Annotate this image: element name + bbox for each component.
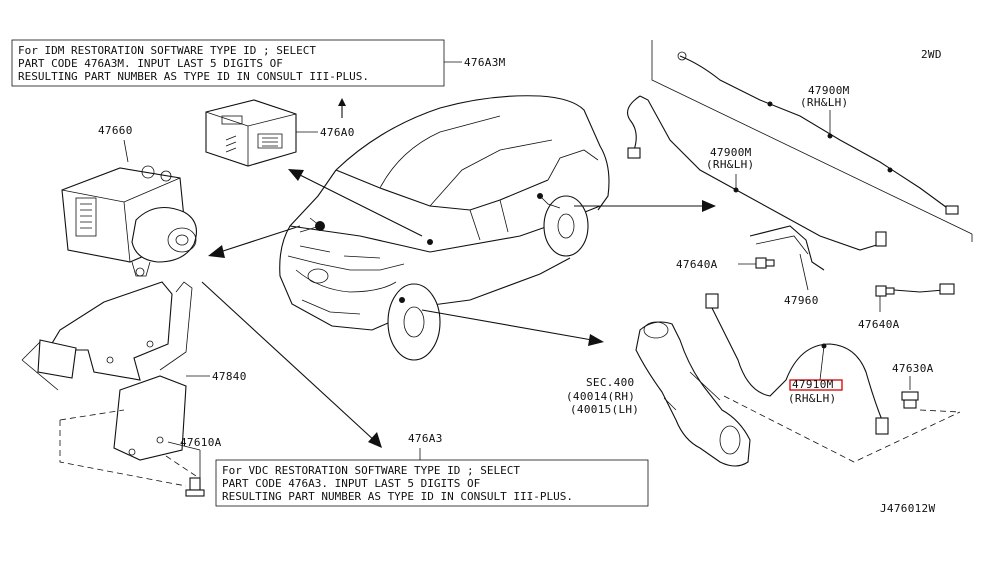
steering-knuckle-part: [635, 321, 751, 467]
idm-note: For IDM RESTORATION SOFTWARE TYPE ID ; S…: [11, 39, 506, 87]
variant-label: 2WD: [921, 48, 942, 61]
part-label-47910M-side: (RH&LH): [788, 392, 836, 405]
part-label-47640A-left: 47640A: [676, 258, 718, 271]
part-label-47960: 47960: [784, 294, 819, 307]
idm-note-line-2: PART CODE 476A3M. INPUT LAST 5 DIGITS OF: [18, 57, 283, 70]
arrow-to-rear-sensor: [574, 200, 716, 212]
front-sensor-harness-47910M: [705, 293, 889, 435]
part-label-47900M-mid-side: (RH&LH): [706, 158, 754, 171]
part-label-47630A: 47630A: [892, 362, 934, 375]
vdc-note: 476A3 For VDC RESTORATION SOFTWARE TYPE …: [215, 432, 649, 507]
bolt-47610A-part: [167, 441, 205, 497]
part-label-47660: 47660: [98, 124, 133, 137]
actuator-bracket-part: [21, 281, 210, 461]
rear-sensor-harness-top: [677, 51, 959, 215]
part-label-476A0: 476A0: [320, 126, 355, 139]
idm-note-ref: 476A3M: [464, 56, 506, 69]
abs-actuator-part: [61, 165, 197, 277]
part-label-47900M-top-side: (RH&LH): [800, 96, 848, 109]
arrow-to-476A3: [201, 281, 382, 448]
part-label-47900M-top: 47900M: [808, 84, 850, 97]
vdc-note-ref: 476A3: [408, 432, 443, 445]
arrow-to-front-sensor: [421, 309, 604, 346]
bolt-47640A-right-part: [875, 283, 955, 312]
idm-note-line-1: For IDM RESTORATION SOFTWARE TYPE ID ; S…: [18, 44, 316, 57]
vehicle-outline: [279, 95, 610, 361]
bracket-47960-part: [749, 225, 825, 291]
sec-label-rh: (40014(RH): [566, 390, 635, 403]
sec-label-title: SEC.400: [586, 376, 634, 389]
highlight-47910M: [789, 379, 843, 391]
idm-note-line-3: RESULTING PART NUMBER AS TYPE ID IN CONS…: [18, 70, 369, 83]
idm-control-unit-part: [205, 98, 346, 167]
vdc-note-line-2: PART CODE 476A3. INPUT LAST 5 DIGITS OF: [222, 477, 480, 490]
drawing-id: J476012W: [880, 502, 935, 515]
part-label-47640A-right: 47640A: [858, 318, 900, 331]
rear-sensor-harness-mid: [627, 95, 887, 251]
part-label-47610A: 47610A: [180, 436, 222, 449]
arrow-to-47660: [208, 225, 301, 258]
arrow-to-476A0: [288, 169, 423, 237]
bolt-47630A-part: [901, 376, 919, 409]
vdc-note-line-1: For VDC RESTORATION SOFTWARE TYPE ID ; S…: [222, 464, 520, 477]
part-label-47840: 47840: [212, 370, 247, 383]
bolt-47640A-left-part: [738, 257, 775, 269]
part-label-47910M: 47910M: [792, 378, 834, 391]
part-label-47900M-mid: 47900M: [710, 146, 752, 159]
sec-label-lh: (40015(LH): [570, 403, 639, 416]
vdc-note-line-3: RESULTING PART NUMBER AS TYPE ID IN CONS…: [222, 490, 573, 503]
